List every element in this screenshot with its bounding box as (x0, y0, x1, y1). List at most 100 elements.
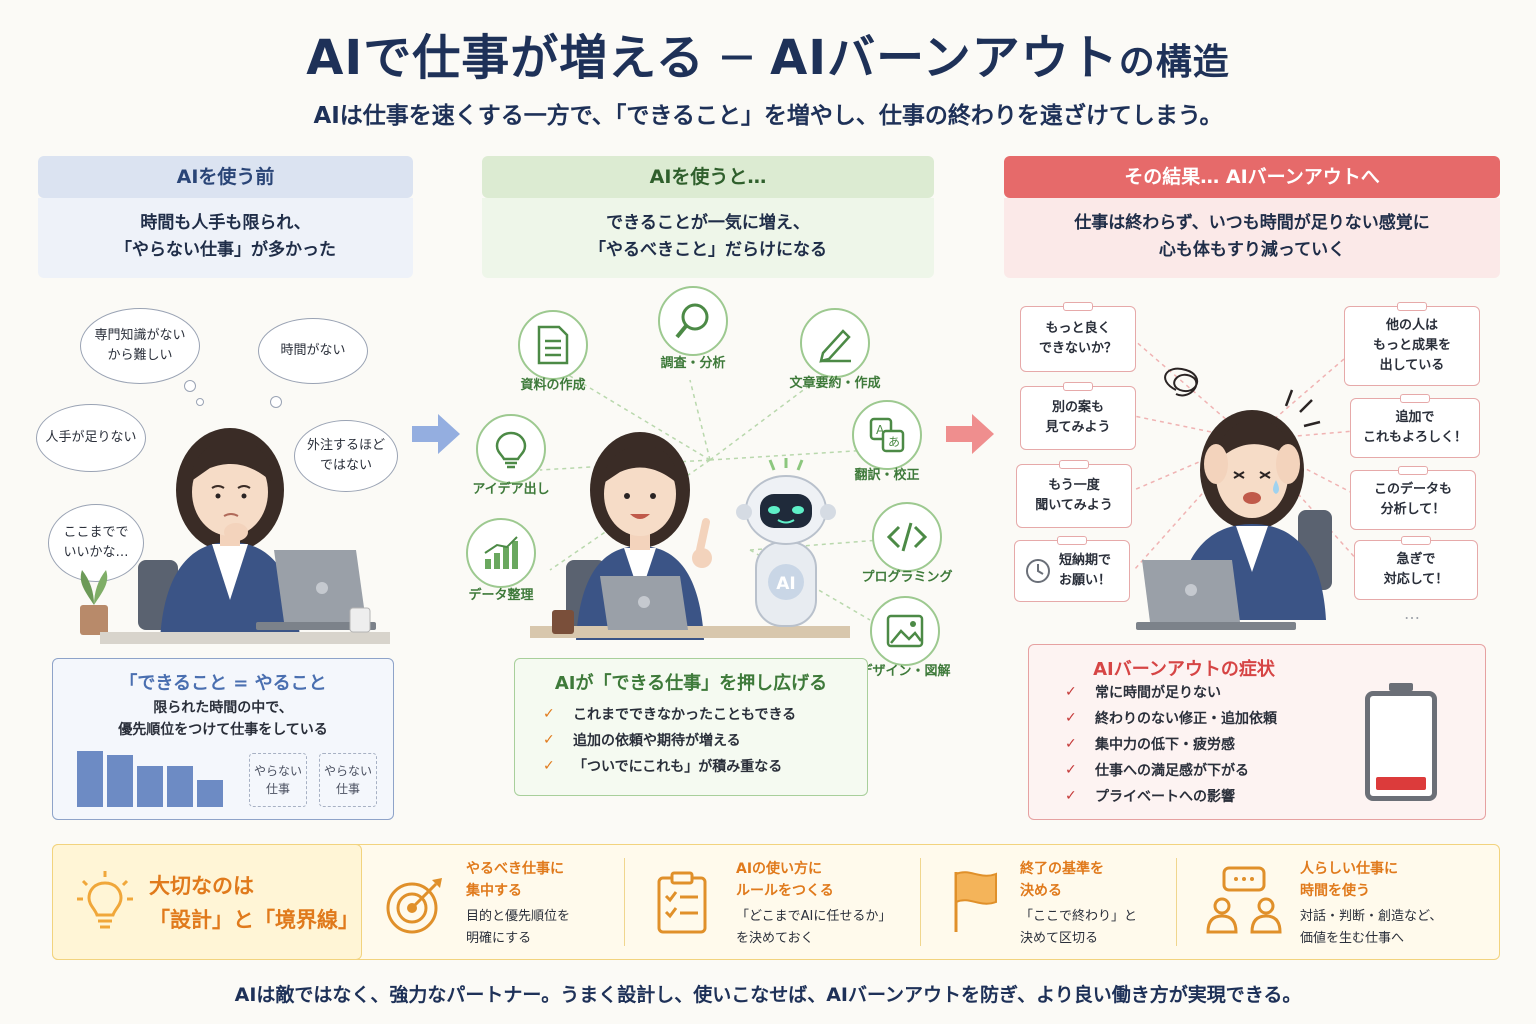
pressure-note: 他の人はもっと成果を出している (1344, 302, 1480, 386)
during-summary-item-text: 追加の依頼や期待が増える (573, 733, 741, 749)
pressure-note: このデータも分析して！ (1350, 466, 1476, 530)
note-pin (1063, 382, 1093, 391)
before-summary-title: 「できること = やること (119, 673, 327, 694)
footer-message: AIは敵ではなく、強力なパートナー。うまく設計し、使いこなせば、AIバーンアウト… (234, 984, 1302, 1006)
tip-desc: 価値を生む仕事へ (1300, 931, 1405, 946)
pressure-note: 急ぎで対応して！ (1354, 536, 1478, 600)
chart-icon (466, 518, 536, 588)
before-desc-line1: 時間も人手も限られ、 (140, 213, 311, 233)
check-icon: ✓ (543, 732, 555, 748)
title-tail: の構造 (1118, 42, 1230, 83)
skipped-task-label: 仕事 (265, 782, 290, 796)
skipped-task-label: やらない (323, 764, 372, 778)
tip-title: 終了の基準を (1020, 861, 1104, 877)
note-text: 別の案も (1051, 400, 1104, 415)
pressure-note: もう一度聞いてみよう (1016, 460, 1132, 528)
tips-lead-box: 大切なのは 「設計」と「境界線」 (52, 844, 362, 960)
skipped-task-label: 仕事 (335, 782, 360, 796)
page-title: AIで仕事が増える ─ AIバーンアウトの構造 (0, 18, 1536, 88)
bubble-text: いいかな… (63, 545, 129, 560)
during-desc-line1: できることが一気に増え、 (606, 213, 810, 233)
title-main: AIで仕事が増える ─ AIバーンアウト (306, 30, 1119, 86)
tip-title: ルールをつくる (736, 883, 834, 899)
note-text: これもよろしく！ (1362, 430, 1467, 445)
after-summary-title: AIバーンアウトの症状 (1093, 659, 1275, 680)
note-text: 見てみよう (1045, 420, 1111, 435)
flag-icon (954, 871, 997, 932)
skipped-task-box: やらない仕事 (319, 753, 377, 807)
clock-icon (1026, 559, 1050, 583)
before-description: 時間も人手も限られ、 「やらない仕事」が多かった (38, 198, 413, 278)
skipped-task-label: やらない (253, 764, 302, 778)
after-header: その結果… AIバーンアウトへ (1004, 156, 1500, 198)
after-summary-item: ✓ 集中力の低下・疲労感 (1065, 731, 1277, 757)
tip-human-work: 人らしい仕事に時間を使う 対話・判断・創造など、価値を生む仕事へ (1300, 858, 1490, 950)
feature-label: アイデア出し (472, 482, 550, 497)
svg-text:あ: あ (888, 435, 900, 449)
check-icon: ✓ (543, 706, 555, 722)
checklist-icon (657, 871, 707, 934)
note-pin (1398, 466, 1428, 475)
note-pin (1059, 460, 1089, 469)
feature-label: 資料の作成 (520, 378, 586, 393)
after-summary-item-text: 集中力の低下・疲労感 (1095, 737, 1235, 753)
before-summary-line: 限られた時間の中で、 (153, 700, 293, 716)
low-battery-icon (1365, 683, 1437, 801)
note-text: お願い！ (1059, 573, 1112, 588)
feature-label: 文章要約・作成 (789, 376, 881, 391)
thought-bubble: ここまででいいかな… (48, 504, 144, 582)
note-text: 急ぎで (1396, 552, 1436, 567)
tips-lead-text: 大切なのは 「設計」と「境界線」 (149, 869, 359, 937)
bubble-text: ではない (319, 458, 372, 473)
during-desc-line2: 「やるべきこと」だらけになる (589, 240, 827, 260)
bubble-text: から難しい (107, 348, 173, 363)
note-text: 追加で (1395, 410, 1435, 425)
pressure-note: 追加でこれもよろしく！ (1350, 394, 1480, 458)
during-description: できることが一気に増え、 「やるべきこと」だらけになる (482, 198, 934, 278)
note-pin (1397, 302, 1427, 311)
magnifier-icon (658, 286, 728, 356)
after-desc-line2: 心も体もすり減っていく (1158, 240, 1346, 260)
skipped-task-box: やらない仕事 (249, 753, 307, 807)
note-text: このデータも (1373, 482, 1452, 497)
note-pin (1401, 536, 1431, 545)
priority-bar (167, 766, 193, 807)
tips-lead-line: 大切なのは (149, 874, 254, 898)
tip-divider (920, 858, 921, 946)
people-icon (1206, 866, 1282, 934)
thought-bubble: 人手が足りない (36, 404, 146, 472)
tip-title: 集中する (466, 883, 522, 899)
check-icon: ✓ (1065, 736, 1077, 752)
feature-label: 翻訳・校正 (854, 468, 920, 483)
thought-bubble: 外注するほどではない (294, 420, 398, 492)
note-text: 短納期で (1059, 553, 1112, 568)
note-pin (1063, 302, 1093, 311)
priority-bar-chart (77, 751, 237, 807)
arrow-right-icon (412, 414, 460, 454)
after-summary-item-text: 仕事への満足感が下がる (1095, 763, 1249, 779)
tip-end-criteria: 終了の基準を決める 「ここで終わり」と決めて区切る (1020, 858, 1190, 950)
bubble-text: 外注するほど (306, 438, 385, 453)
check-icon: ✓ (1065, 788, 1077, 804)
bubble-text: ここまでで (63, 525, 129, 540)
after-desc-line1: 仕事は終わらず、いつも時間が足りない感覚に (1074, 213, 1430, 233)
before-summary-box: 「できること = やること 限られた時間の中で、 優先順位をつけて仕事をしている… (52, 658, 394, 820)
bubble-dot (270, 396, 282, 408)
during-summary-box: AIが「できる仕事」を押し広げる ✓これまでできなかったこともできる ✓ 追加の依… (514, 658, 868, 796)
after-summary-item: ✓ プライベートへの影響 (1065, 783, 1277, 809)
tip-desc: 明確にする (466, 931, 532, 946)
tip-desc: 決めて区切る (1020, 931, 1099, 946)
check-icon: ✓ (1065, 684, 1077, 700)
during-summary-title: AIが「できる仕事」を押し広げる (554, 673, 828, 694)
note-text: 対応して！ (1383, 572, 1449, 587)
tip-desc: 対話・判断・創造など、 (1300, 909, 1443, 924)
after-summary-item-text: 常に時間が足りない (1095, 685, 1221, 701)
note-text: 他の人は (1385, 318, 1438, 333)
tip-title: 人らしい仕事に (1300, 861, 1398, 877)
note-text: できないか？ (1038, 341, 1117, 356)
during-summary-item: ✓これまでできなかったこともできる (543, 701, 867, 727)
svg-text:A: A (876, 423, 885, 437)
feature-label: デザイン・図解 (859, 664, 951, 679)
after-summary-item-text: プライベートへの影響 (1095, 789, 1235, 805)
